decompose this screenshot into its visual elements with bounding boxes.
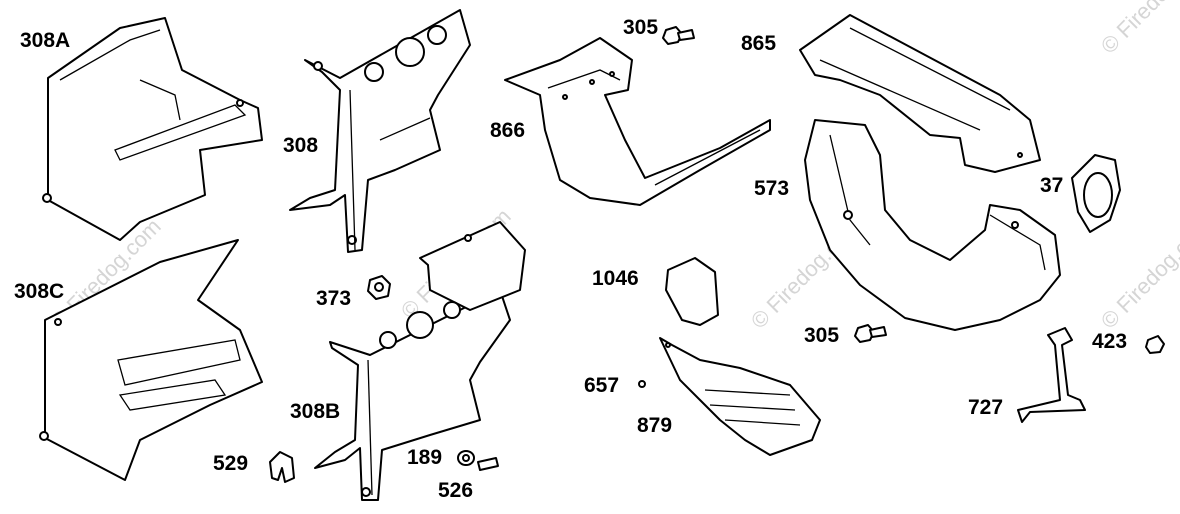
part-657-screw [638,380,646,388]
part-308a [42,17,263,241]
part-37-gasket [1071,154,1121,233]
label-865: 865 [741,32,776,55]
label-308a: 308A [20,29,70,52]
label-423: 423 [1092,330,1127,353]
part-308c [39,239,263,481]
label-727: 727 [968,396,1003,419]
label-305-lower: 305 [804,324,839,347]
label-1046: 1046 [592,267,639,290]
watermark: © Firedog.com [1096,214,1180,334]
label-879: 879 [637,414,672,437]
part-305-bolt-top [662,26,695,45]
part-865 [799,14,1041,173]
part-189-washer [457,450,475,466]
part-423-bolt [1145,335,1165,354]
watermark: © Firedog.com [1096,0,1180,59]
callout-labels: 308A 308 308C 373 308B 529 189 526 305 8… [14,16,1127,502]
part-373-nut [367,275,391,300]
part-727-bracket [1017,327,1086,423]
label-529: 529 [213,452,248,475]
part-1046-pad [665,257,719,326]
label-657: 657 [584,374,619,397]
part-879 [659,337,821,456]
label-308c: 308C [14,280,64,303]
part-305-bolt-lower [854,324,887,343]
part-526-screw [477,457,499,471]
label-866: 866 [490,119,525,142]
label-308: 308 [283,134,318,157]
part-308 [289,9,471,253]
label-37: 37 [1040,174,1063,197]
part-866 [504,37,771,206]
label-189: 189 [407,446,442,469]
part-529-grommet [269,451,295,483]
label-373: 373 [316,287,351,310]
part-573 [804,119,1061,331]
label-573: 573 [754,177,789,200]
label-305-top: 305 [623,16,658,39]
label-308b: 308B [290,400,340,423]
label-526: 526 [438,479,473,502]
part-308b [314,221,526,501]
